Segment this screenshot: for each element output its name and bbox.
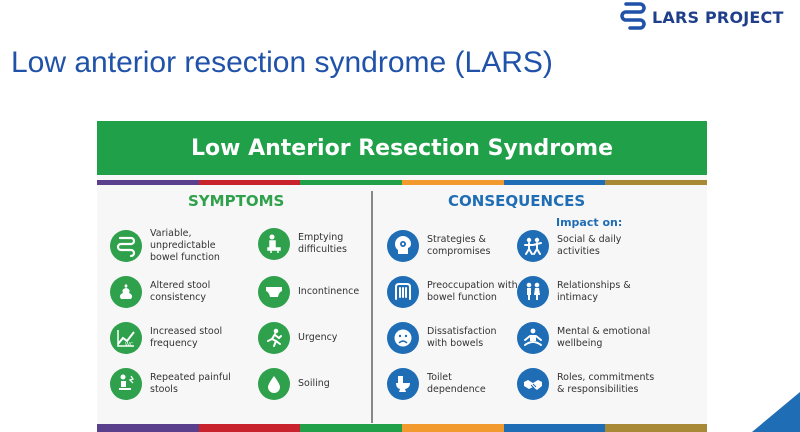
drop-icon bbox=[258, 368, 290, 400]
consequence-item: Social & daily activities bbox=[517, 230, 657, 262]
head-gears-icon bbox=[387, 230, 419, 262]
symptom-item: Variable, unpredictable bowel function bbox=[110, 228, 250, 264]
color-segment bbox=[198, 424, 301, 432]
intestine-icon bbox=[110, 230, 142, 262]
corner-decoration bbox=[752, 392, 800, 432]
consequence-item: Strategies & compromises bbox=[387, 230, 527, 262]
color-segment bbox=[605, 180, 708, 185]
frequency-chart-icon: WC bbox=[110, 322, 142, 354]
color-segment bbox=[97, 180, 199, 185]
consequence-label: Relationships & intimacy bbox=[557, 280, 631, 303]
symptom-item: Incontinence bbox=[258, 276, 378, 308]
symptom-label: Variable, unpredictable bowel function bbox=[150, 228, 220, 263]
stool-icon bbox=[110, 276, 142, 308]
consequences-heading: CONSEQUENCES bbox=[448, 192, 586, 210]
consequence-label: Dissatisfaction with bowels bbox=[427, 326, 497, 349]
lars-infographic: Low Anterior Resection Syndrome SYMPTOMS… bbox=[97, 121, 708, 432]
consequence-item: Dissatisfaction with bowels bbox=[387, 322, 527, 354]
handshake-icon bbox=[517, 368, 549, 400]
consequence-label: Mental & emotional wellbeing bbox=[557, 326, 651, 349]
symptom-item: Urgency bbox=[258, 322, 378, 354]
meditation-icon bbox=[517, 322, 549, 354]
consequence-item: Roles, commitments & responsibilities bbox=[517, 368, 657, 400]
color-segment bbox=[605, 424, 708, 432]
symptom-item: WC Increased stool frequency bbox=[110, 322, 250, 354]
consequence-label: Roles, commitments & responsibilities bbox=[557, 372, 655, 395]
symptom-label: Altered stool consistency bbox=[150, 280, 211, 303]
impact-on-label: Impact on: bbox=[556, 216, 623, 229]
symptom-label: Urgency bbox=[298, 332, 338, 343]
symptom-item: Repeated painful stools bbox=[110, 368, 250, 400]
lars-project-logo: LARS PROJECT bbox=[620, 2, 784, 32]
consequence-item: Relationships & intimacy bbox=[517, 276, 657, 308]
symptom-item: Soiling bbox=[258, 368, 378, 400]
color-segment bbox=[300, 424, 403, 432]
symptom-label: Incontinence bbox=[298, 286, 360, 297]
symptom-label: Emptying difficulties bbox=[298, 232, 347, 255]
top-color-bar bbox=[97, 180, 708, 185]
people-activity-icon bbox=[517, 230, 549, 262]
color-segment bbox=[402, 424, 504, 432]
logo-text: LARS PROJECT bbox=[652, 7, 784, 27]
symptom-item: Emptying difficulties bbox=[258, 228, 378, 260]
consequence-item: Mental & emotional wellbeing bbox=[517, 322, 657, 354]
symptom-label: Increased stool frequency bbox=[150, 326, 223, 349]
sad-face-icon bbox=[387, 322, 419, 354]
intestine-icon bbox=[387, 276, 419, 308]
color-segment bbox=[402, 180, 504, 185]
consequence-label: Social & daily activities bbox=[557, 234, 622, 257]
pain-toilet-icon bbox=[110, 368, 142, 400]
color-segment bbox=[503, 424, 606, 432]
column-divider bbox=[371, 191, 373, 423]
color-segment bbox=[97, 424, 199, 432]
color-segment bbox=[300, 180, 403, 185]
consequence-item: Toilet dependence bbox=[387, 368, 527, 400]
banner-title: Low Anterior Resection Syndrome bbox=[190, 135, 614, 161]
wc-text: WC bbox=[125, 342, 134, 348]
diaper-icon bbox=[258, 276, 290, 308]
symptom-label: Soiling bbox=[298, 378, 330, 389]
consequence-label: Toilet dependence bbox=[427, 372, 486, 395]
symptoms-heading: SYMPTOMS bbox=[188, 192, 285, 210]
toilet-icon bbox=[387, 368, 419, 400]
banner: Low Anterior Resection Syndrome bbox=[97, 121, 707, 175]
color-segment bbox=[503, 180, 606, 185]
intestine-logo-icon bbox=[620, 2, 646, 30]
color-segment bbox=[198, 180, 301, 185]
consequence-item: Preoccupation with bowel function bbox=[387, 276, 527, 308]
consequence-label: Strategies & compromises bbox=[427, 234, 491, 257]
symptom-item: Altered stool consistency bbox=[110, 276, 250, 308]
slide-title: Low anterior resection syndrome (LARS) bbox=[11, 46, 553, 79]
toilet-strain-icon bbox=[258, 228, 290, 260]
symptom-label: Repeated painful stools bbox=[150, 372, 231, 395]
bottom-color-bar bbox=[97, 424, 708, 432]
couple-icon bbox=[517, 276, 549, 308]
running-person-icon bbox=[258, 322, 290, 354]
consequence-label: Preoccupation with bowel function bbox=[427, 280, 518, 303]
